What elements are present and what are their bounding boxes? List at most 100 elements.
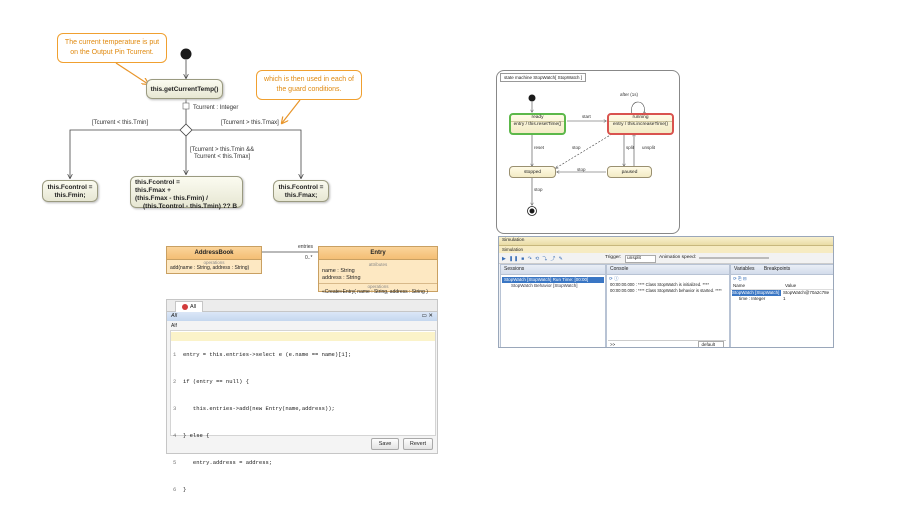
- variable-row-2[interactable]: time : Integer 1: [731, 296, 833, 302]
- code-line-2: if (entry == null) {: [183, 378, 250, 385]
- callout-left-text: The current temperature is put on the Ou…: [64, 39, 160, 56]
- variables-columns: Name Value: [731, 282, 833, 290]
- action-mid[interactable]: this.Fcontrol = this.Fmax + (this.Fmax -…: [130, 176, 243, 210]
- callout-right: which is then used in each of the guard …: [256, 70, 362, 100]
- alf-icon: [182, 303, 188, 310]
- class-addressbook-name: AddressBook: [167, 247, 261, 260]
- console-input[interactable]: >> default: [608, 340, 726, 347]
- console-prompt: >>: [610, 342, 616, 347]
- simulation-subheader: Simulation: [499, 246, 833, 253]
- variables-tools[interactable]: ⟳ ⎘ ⊟: [733, 276, 747, 281]
- animation-slider[interactable]: [699, 257, 769, 259]
- assoc-multiplicity: 0..*: [305, 255, 313, 261]
- class-entry-attr1: name : String: [322, 268, 355, 274]
- session-row-1[interactable]: StopWatch [StopWatch] Run Time: [00:00]: [502, 277, 604, 283]
- action-get-current-temp-label: this.getCurrentTemp(): [150, 86, 219, 93]
- transition-stop: stop: [572, 145, 581, 150]
- sessions-panel: Sessions StopWatch [StopWatch] Run Time:…: [500, 264, 606, 347]
- variable-row-2-name: time : Integer: [739, 296, 766, 301]
- sessions-header: Sessions: [501, 265, 605, 275]
- code-area[interactable]: 1 2 3 4 5 6 entry = this.entries->select…: [170, 330, 436, 493]
- state-running-name: running: [609, 115, 672, 122]
- trigger-select[interactable]: unsplit: [625, 255, 656, 263]
- action-get-current-temp[interactable]: this.getCurrentTemp(): [146, 79, 223, 99]
- simulation-toolbar: ▶ ❚❚ ■ ↷ ⟲ ⤵ ⤴ ✎ Trigger: unsplit Animat…: [499, 253, 833, 264]
- transition-start: start: [582, 114, 591, 119]
- col-value: Value: [785, 283, 797, 288]
- code-line-highlight: [171, 332, 435, 341]
- revert-button[interactable]: Revert: [403, 438, 433, 450]
- action-mid-line3: (this.Fmax - this.Fmin) /: [135, 195, 208, 202]
- variable-row-1-value: StopWatch@70a2c78e: [783, 290, 830, 295]
- class-entry-op-caption: operations: [367, 284, 389, 289]
- variable-row-1[interactable]: StopWatch [StopWatch] StopWatch@70a2c78e: [731, 290, 833, 296]
- state-ready-name: ready: [511, 115, 564, 122]
- class-addressbook-operation: add(name : String, address : String): [170, 265, 250, 271]
- console-tools[interactable]: ⟳ ⓘ: [609, 276, 619, 281]
- state-running-entry: entry / this.increaseTime(): [612, 122, 669, 127]
- line-number-6: 6: [173, 486, 177, 493]
- code-line-6: }: [183, 486, 187, 493]
- guard-left: [Tcurrent < this.Tmin]: [92, 120, 149, 126]
- class-entry-attr-caption: attributes: [368, 262, 388, 267]
- state-ready-entry: entry / this.resetTime(): [513, 122, 562, 127]
- state-stopped[interactable]: stopped: [509, 166, 556, 178]
- guard-mid-line2: Tcurrent < this.Tmax]: [194, 154, 251, 160]
- state-ready[interactable]: ready entry / this.resetTime(): [509, 113, 566, 135]
- transition-after: after (1s): [620, 92, 639, 97]
- action-left[interactable]: this.Fcontrol = this.Fmin;: [42, 180, 98, 202]
- state-paused[interactable]: paused: [607, 166, 652, 178]
- class-addressbook-caption: operations: [203, 260, 225, 265]
- action-left-line2: this.Fmin;: [54, 192, 86, 199]
- session-row-2[interactable]: StopWatch Behavior [StopWatch]: [501, 283, 605, 289]
- pin-label: Tcurrent : Integer: [193, 105, 239, 111]
- transition-reset: reset: [534, 145, 545, 150]
- line-number-3: 3: [173, 405, 177, 412]
- state-machine-title: state machine StopWatch[ StopWatch ]: [500, 73, 586, 82]
- editor-tab-label: All: [190, 304, 197, 310]
- action-right-line2: this.Fmax;: [284, 192, 318, 199]
- editor-tab-all[interactable]: All: [175, 301, 204, 312]
- session-row-1-text: StopWatch [StopWatch] Run Time: [00:00]: [504, 277, 589, 282]
- toolbar-buttons[interactable]: ▶ ❚❚ ■ ↷ ⟲ ⤵ ⤴ ✎: [502, 257, 564, 262]
- class-addressbook[interactable]: AddressBook operations add(name : String…: [166, 246, 262, 274]
- console-select[interactable]: default: [698, 341, 724, 347]
- editor-outline-label: Alf: [171, 323, 177, 329]
- save-button[interactable]: Save: [371, 438, 399, 450]
- simulation-titlebar: Simulation: [499, 237, 833, 246]
- action-right[interactable]: this.Fcontrol = this.Fmax;: [273, 180, 329, 202]
- session-row-2-text: StopWatch Behavior [StopWatch]: [511, 283, 578, 288]
- class-entry-operation: «Create»Entry( name : String, address : …: [322, 289, 428, 295]
- state-stopped-name: stopped: [523, 170, 542, 175]
- animation-label: Animation speed:: [659, 255, 697, 260]
- editor-section-label: All: [171, 313, 178, 319]
- code-line-3: this.entries->add(new Entry(name,address…: [183, 405, 335, 412]
- simulation-toolbar-label: Simulation: [502, 247, 524, 252]
- editor-tabbar: All: [167, 300, 437, 312]
- trigger-value: unsplit: [627, 256, 641, 261]
- action-mid-line1: this.Fcontrol =: [135, 179, 180, 186]
- callout-right-text: which is then used in each of the guard …: [264, 76, 354, 93]
- action-mid-line2: this.Fmax +: [135, 187, 171, 194]
- editor-section-header: All ▭ ✕: [167, 312, 437, 321]
- breakpoints-title[interactable]: Breakpoints: [763, 266, 791, 272]
- guard-mid: [Tcurrent > this.Tmin && Tcurrent < this…: [190, 147, 254, 161]
- transition-split: split: [626, 145, 635, 150]
- line-gutter: 1 2 3 4 5 6: [173, 332, 193, 512]
- action-right-line1: this.Fcontrol =: [278, 184, 324, 191]
- callout-left: The current temperature is put on the Ou…: [57, 33, 167, 63]
- code-line-4: } else {: [183, 432, 210, 439]
- sessions-title: Sessions: [504, 266, 525, 272]
- state-running[interactable]: running entry / this.increaseTime(): [607, 113, 674, 135]
- console-line-2: 00:00:00.000 : **** Class StopWatch beha…: [610, 288, 722, 293]
- guard-right: [Tcurrent > this.Tmax]: [221, 120, 279, 126]
- console-select-value: default: [701, 342, 715, 347]
- assoc-entries-label: entries: [298, 244, 314, 250]
- line-number-1: 1: [173, 351, 177, 358]
- class-entry-attr2: address : String: [322, 275, 361, 281]
- class-entry[interactable]: Entry attributes name : String address :…: [318, 246, 438, 295]
- console-line-1: 00:00:00.000 : **** Class StopWatch is i…: [610, 282, 710, 287]
- variables-title: Variables: [734, 266, 755, 272]
- minimize-icon[interactable]: ▭ ✕: [421, 313, 433, 319]
